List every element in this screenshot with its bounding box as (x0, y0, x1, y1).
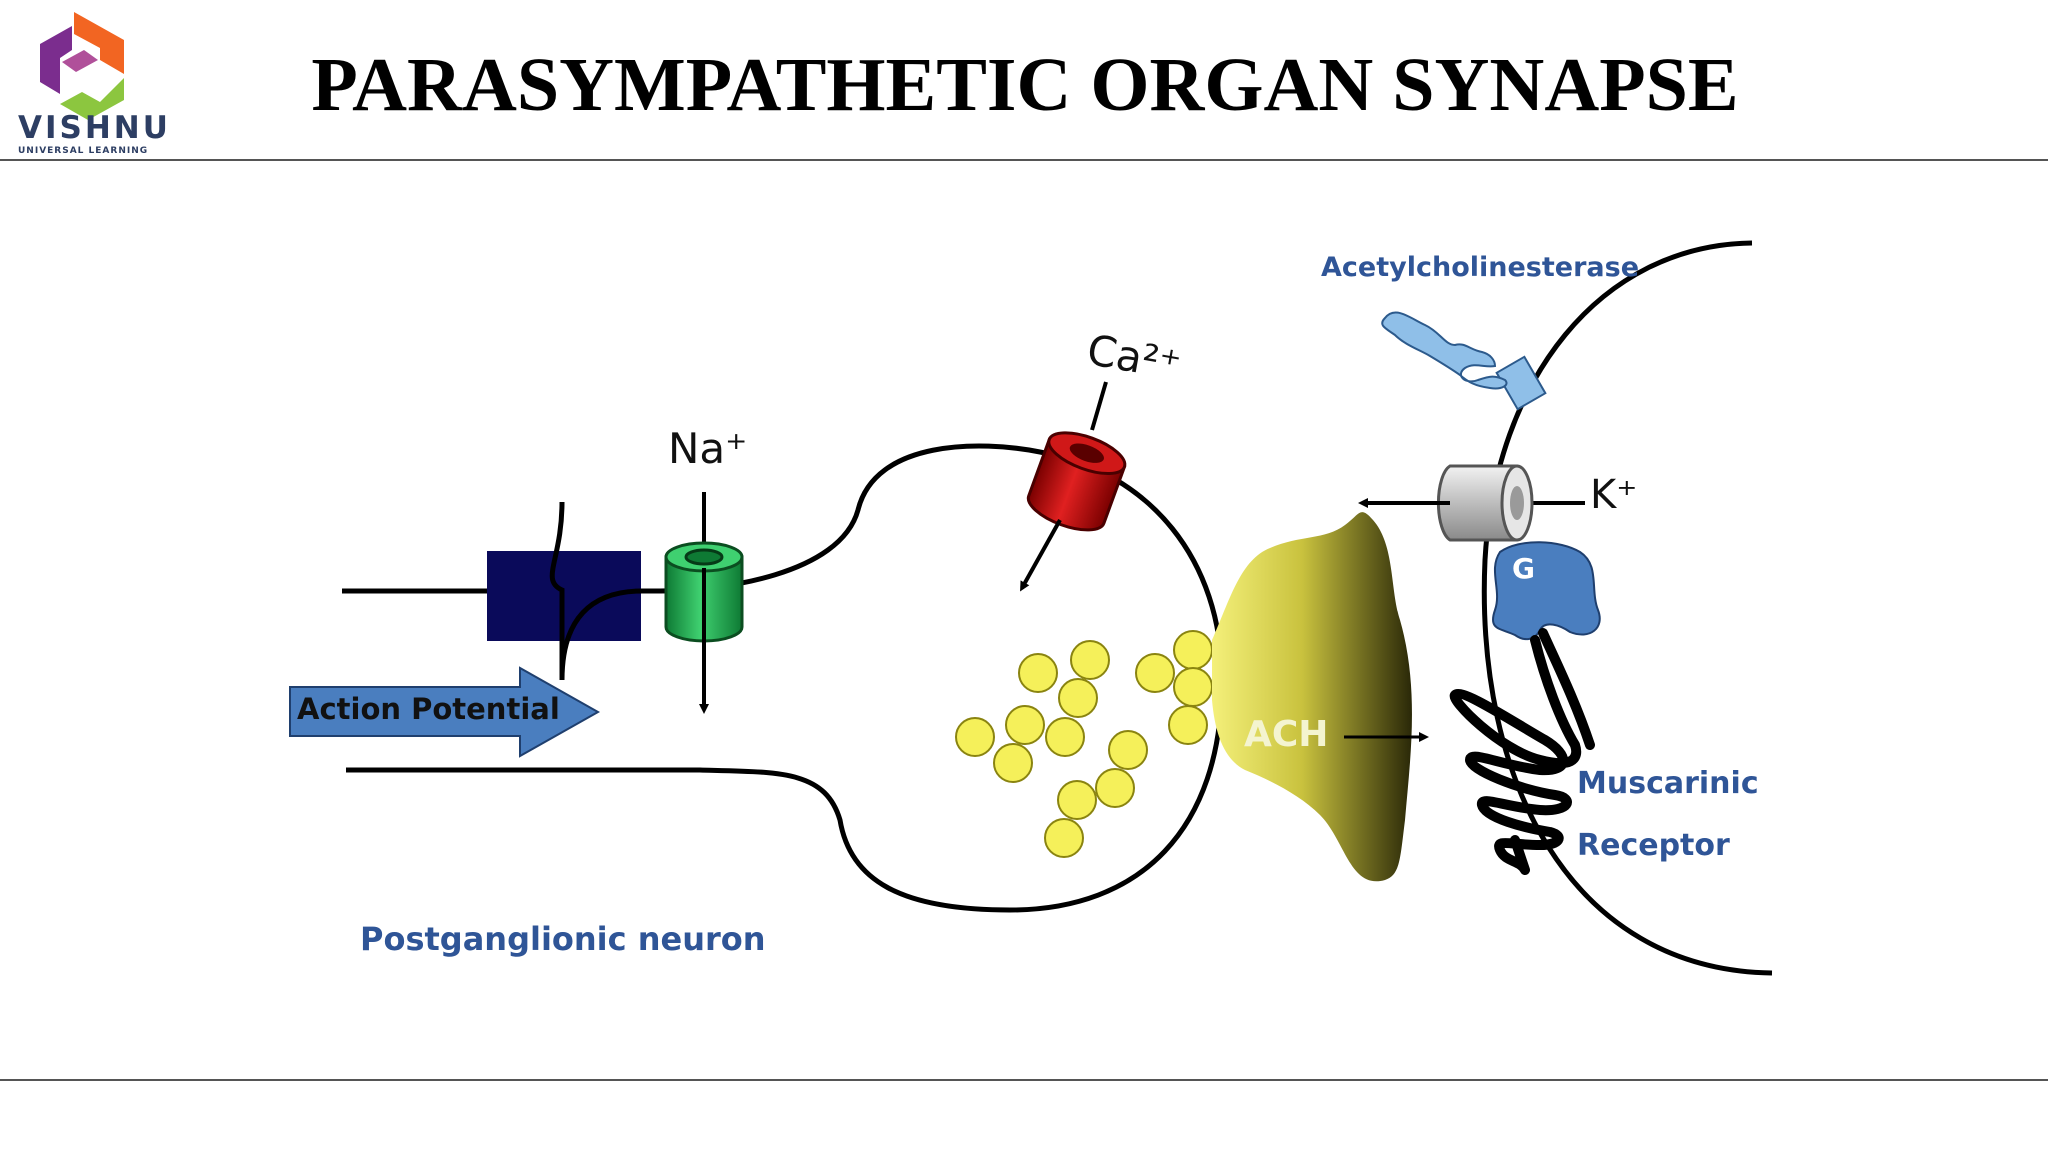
slide-title: PARASYMPATHETIC ORGAN SYNAPSE (311, 43, 1739, 127)
sodium-ion-label: Na⁺ (668, 424, 748, 473)
potassium-ion-label: K⁺ (1590, 472, 1638, 518)
muscarinic-label: Muscarinic (1577, 766, 1759, 801)
ach-cloud (1212, 512, 1412, 882)
muscarinic-receptor (1449, 628, 1595, 875)
postganglionic-neuron-label: Postganglionic neuron (360, 920, 766, 958)
calcium-channel (1026, 431, 1127, 532)
vesicles (955, 630, 1213, 858)
action-potential-arrow (289, 666, 601, 758)
acetylcholine-label: ACH (1244, 714, 1329, 755)
action-potential-spike (549, 501, 646, 681)
acetylcholinesterase-enzyme (1381, 311, 1547, 411)
acetylcholinesterase-label: Acetylcholinesterase (1321, 252, 1640, 283)
logo-tagline: UNIVERSAL LEARNING (18, 146, 149, 156)
postsynaptic-membrane (1481, 240, 1773, 976)
receptor-label: Receptor (1577, 828, 1730, 863)
bottom-divider (0, 1079, 2048, 1081)
potassium-channel (1436, 464, 1534, 542)
g-protein-label: G (1512, 552, 1535, 585)
action-potential-label: Action Potential (297, 692, 560, 726)
vishnu-logo-icon (40, 12, 124, 120)
logo-wordmark: VISHNU (18, 110, 171, 146)
top-divider (0, 159, 2048, 161)
g-protein (1492, 541, 1601, 641)
